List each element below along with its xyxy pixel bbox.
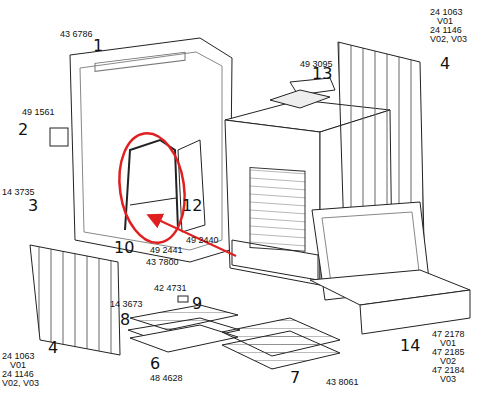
callout-number: 9 bbox=[192, 296, 202, 312]
callout-number: 4 bbox=[440, 56, 450, 72]
part-number: 43 7800 bbox=[146, 258, 179, 267]
part-number: 14 3673 bbox=[110, 300, 143, 309]
part-number: V01 bbox=[440, 339, 456, 348]
part-number: 24 1063 bbox=[430, 8, 463, 17]
callout-number: 2 bbox=[18, 122, 28, 138]
part-number: 47 2185 bbox=[432, 348, 465, 357]
part-number: 48 4628 bbox=[150, 374, 183, 383]
callout-number: 8 bbox=[120, 312, 130, 328]
part-number: V01 bbox=[10, 361, 26, 370]
part-number: V01 bbox=[437, 17, 453, 26]
callout-number: 7 bbox=[290, 370, 300, 386]
part-number: 49 2440 bbox=[186, 236, 219, 245]
part-number: 43 6786 bbox=[60, 30, 93, 39]
part-number: V03 bbox=[440, 375, 456, 384]
part-number: 49 2441 bbox=[150, 246, 183, 255]
part-number: 47 2184 bbox=[432, 366, 465, 375]
part-number: V02, V03 bbox=[2, 379, 39, 388]
callout-number: 10 bbox=[114, 240, 134, 256]
callout-number: 12 bbox=[182, 198, 202, 214]
part-number: 49 1561 bbox=[22, 108, 55, 117]
callout-number: 4 bbox=[48, 340, 58, 356]
callout-number: 1 bbox=[93, 38, 103, 54]
part-number: 24 1146 bbox=[2, 370, 34, 379]
part-number: 24 1063 bbox=[2, 352, 35, 361]
callout-number: 14 bbox=[400, 338, 420, 354]
part-number: 24 1146 bbox=[430, 26, 462, 35]
part-number: V02, V03 bbox=[430, 35, 467, 44]
callout-number: 13 bbox=[312, 66, 332, 82]
part-number: 43 8061 bbox=[326, 378, 359, 387]
part-number: 47 2178 bbox=[432, 330, 465, 339]
part-number: 42 4731 bbox=[154, 284, 187, 293]
part-number: V02 bbox=[440, 357, 456, 366]
part-number: 14 3735 bbox=[2, 188, 35, 197]
callout-number: 6 bbox=[150, 356, 160, 372]
callout-number: 3 bbox=[28, 198, 38, 214]
